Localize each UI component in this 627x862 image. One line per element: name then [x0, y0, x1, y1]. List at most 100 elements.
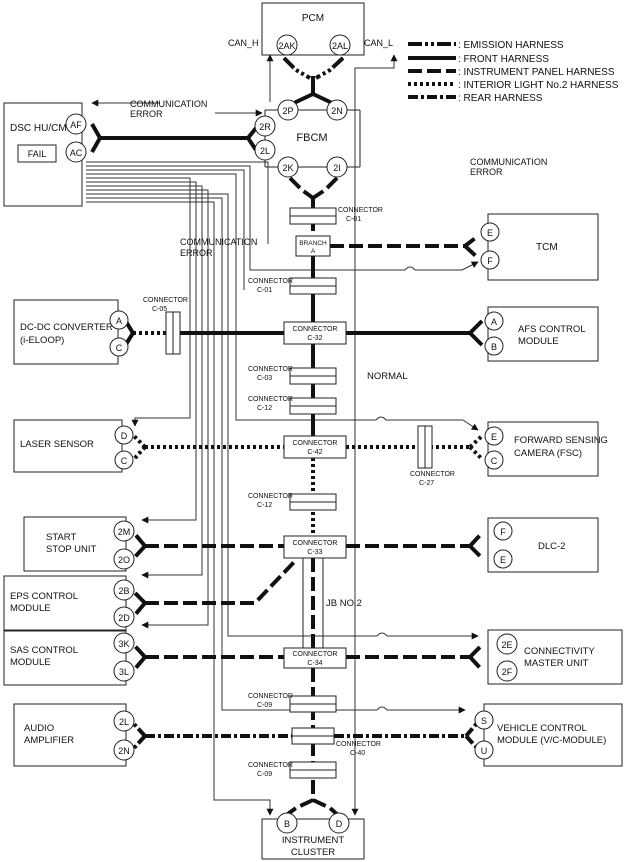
branch-a-label1: BRANCH	[299, 240, 327, 247]
legend-label-interior: : INTERIOR LIGHT No.2 HARNESS	[458, 80, 619, 91]
harness-laser-c	[132, 445, 147, 461]
module-vcm-line1: VEHICLE CONTROL	[497, 723, 587, 734]
wire-dsc-laser	[86, 177, 191, 427]
module-instrument-cluster: INSTRUMENT CLUSTER B D	[261, 812, 365, 860]
module-sas-box	[3, 630, 127, 686]
module-audio-box	[13, 703, 127, 767]
connector-c42	[283, 435, 347, 459]
can-l-normal-line	[354, 54, 398, 800]
harness-afs-b	[468, 331, 484, 347]
connector-c12-b-label2: C-12	[257, 502, 272, 509]
pin-ic-d	[328, 812, 350, 834]
legend-label-emission: : EMISSION HARNESS	[458, 40, 564, 51]
module-start-stop: START STOP UNIT 2M 2O	[23, 516, 135, 572]
module-fbcm: FBCM 2P 2N 2R 2L 2K 2I	[254, 99, 361, 178]
pin-start-2m-label: 2M	[118, 527, 131, 537]
connector-c27-label1: CONNECTOR	[410, 471, 455, 478]
module-sas: SAS CONTROL MODULE 3K 3L	[3, 630, 135, 686]
connector-c33-label1: CONNECTOR	[293, 540, 338, 547]
pin-audio-2l	[113, 710, 135, 732]
wire-dsc-eps	[86, 185, 203, 579]
pin-afs-a	[484, 311, 504, 331]
module-pcm-title: PCM	[302, 13, 324, 24]
harness-start-2m	[132, 531, 147, 548]
module-fsc-line1: FORWARD SENSING	[514, 435, 608, 446]
legend-label-rear: : REAR HARNESS	[458, 93, 543, 104]
wire-dsc-c01	[86, 169, 245, 290]
connector-c09-a-label2: C-09	[257, 702, 272, 709]
connectors: CONNECTOR C-01 BRANCH A CONNECTOR C-01 C…	[143, 207, 455, 779]
pin-sas-3l-label: 3L	[119, 667, 129, 677]
module-dsc-title: DSC HU/CM	[10, 123, 67, 134]
module-fbcm-title: FBCM	[296, 132, 327, 144]
pin-dsc-ac	[65, 141, 87, 163]
connector-c05-label2: C-05	[152, 306, 167, 313]
harness-fsc-e	[468, 434, 484, 449]
pin-start-2o	[113, 548, 135, 570]
pin-fsc-c-label: C	[491, 456, 498, 466]
pin-dlc-e	[493, 549, 513, 569]
connector-c09-a-label1: CONNECTOR	[248, 693, 293, 700]
harness-dlc-e	[468, 544, 484, 560]
wire-dsc-sas	[86, 189, 209, 629]
module-tcm-box	[487, 213, 599, 281]
connector-c12-b-label1: CONNECTOR	[248, 493, 293, 500]
pin-afs-a-label: A	[491, 317, 497, 327]
pin-pcm-2ak-label: 2AK	[278, 41, 295, 51]
pin-audio-2l-label: 2L	[119, 717, 129, 727]
pin-cmu-2e-label: 2E	[501, 640, 512, 650]
pin-dsc-ac-label: AC	[70, 148, 83, 158]
pin-tcm-f-label: F	[487, 256, 493, 266]
harness-dsc-fbcm-2	[90, 137, 102, 153]
pin-tcm-e-label: E	[487, 228, 493, 238]
pin-dsc-af-label: AF	[70, 120, 82, 130]
signal-lines	[86, 54, 479, 816]
pin-eps-2b-label: 2B	[118, 586, 129, 596]
harness-cmu-2f	[468, 655, 484, 672]
connector-c09-b-label2: C-09	[257, 771, 272, 778]
pin-eps-2d	[113, 606, 135, 628]
comm-error-1-line1: COMMUNICATION	[130, 99, 207, 109]
harness-start-2o	[132, 544, 147, 560]
module-afs-line2: MODULE	[518, 336, 559, 347]
legend-label-ipanel: : INSTRUMENT PANEL HARNESS	[458, 67, 615, 78]
can-h-label: CAN_H	[228, 38, 259, 48]
module-dcdc-line2: (i-ELOOP)	[20, 335, 64, 346]
module-laser-title: LASER SENSOR	[20, 439, 94, 450]
pin-dlc-e-label: E	[500, 555, 506, 565]
pin-fbcm-2p-label: 2P	[282, 106, 293, 116]
pin-tcm-e	[480, 222, 500, 242]
wire-dsc-vcm	[86, 197, 466, 714]
legend: : EMISSION HARNESS : FRONT HARNESS : INS…	[408, 40, 619, 104]
harness-laser-d	[132, 434, 147, 449]
pin-laser-c	[114, 450, 134, 470]
harness-afs-a	[468, 319, 484, 335]
module-afs-line1: AFS CONTROL	[518, 324, 586, 335]
pin-start-2m	[113, 520, 135, 542]
module-eps: EPS CONTROL MODULE 2B 2D	[3, 575, 135, 631]
connector-c34-label2: C-34	[307, 660, 322, 667]
pin-fsc-e-label: E	[491, 432, 497, 442]
connector-c01-mid-label1: CONNECTOR	[248, 278, 293, 285]
pin-laser-c-label: C	[121, 456, 128, 466]
module-start-box	[23, 516, 127, 572]
comm-error-2-line1: COMMUNICATION	[470, 157, 547, 167]
connector-c40-label2: C-40	[350, 750, 365, 757]
module-eps-box	[3, 575, 127, 631]
module-start-line2: STOP UNIT	[46, 544, 97, 555]
pin-eps-2d-label: 2D	[118, 613, 130, 623]
module-fsc-line2: CAMERA (FSC)	[514, 448, 582, 459]
module-dcdc-box	[13, 299, 119, 365]
module-dsc: DSC HU/CM FAIL AF AC	[3, 102, 87, 207]
module-fsc-box	[487, 421, 599, 477]
module-audio: AUDIO AMPLIFIER 2L 2N	[13, 703, 135, 767]
pin-fbcm-2i-label: 2I	[333, 163, 341, 173]
harness-audio-2l	[132, 722, 147, 738]
pin-pcm-2al	[329, 34, 351, 56]
normal-label: NORMAL	[367, 371, 408, 382]
pin-cmu-2f	[496, 660, 518, 682]
pin-fbcm-2l-label: 2L	[260, 146, 270, 156]
connector-c32	[283, 321, 347, 345]
module-eps-line1: EPS CONTROL	[10, 591, 78, 602]
harness-cmu-2e	[468, 643, 484, 659]
